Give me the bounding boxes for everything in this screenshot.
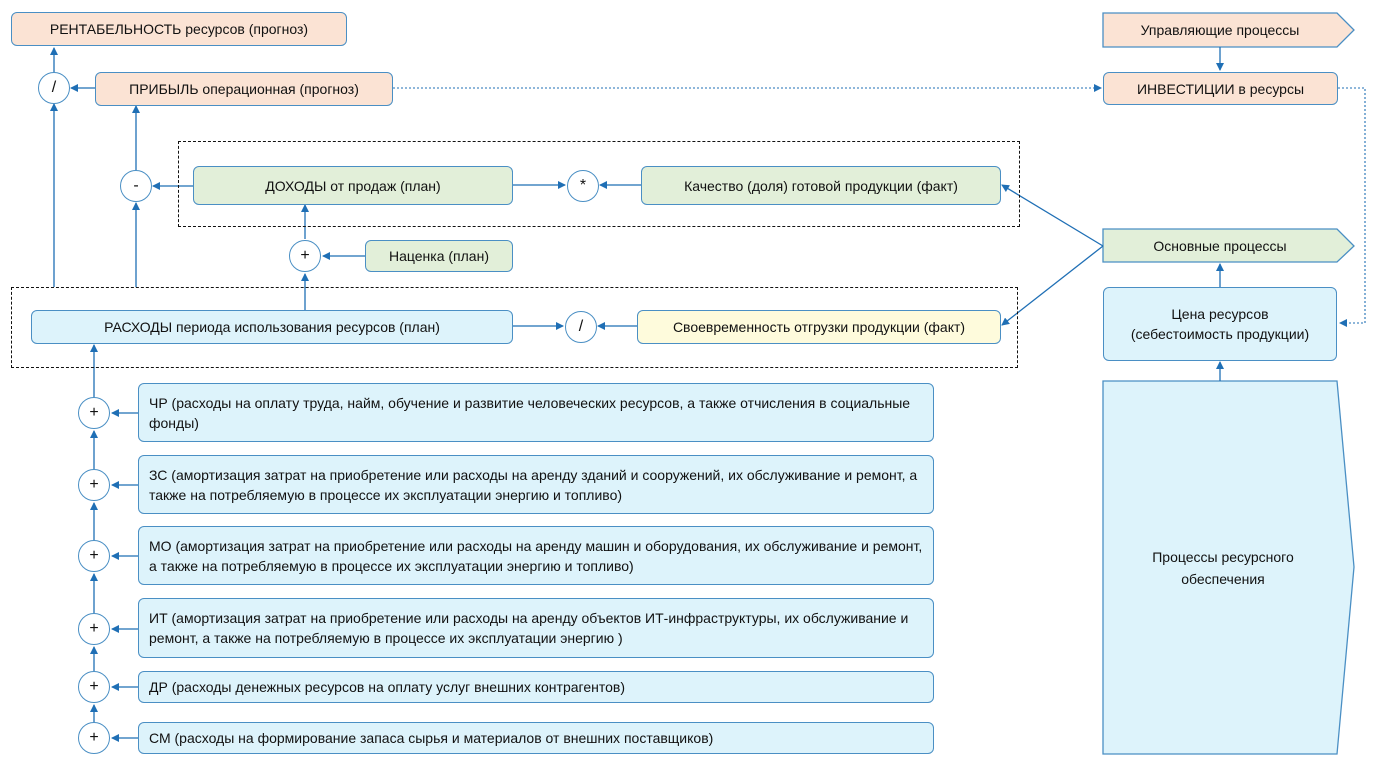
- plus-operator-equipment: +: [78, 540, 110, 572]
- management-processes-label: Управляющие процессы: [1140, 22, 1300, 38]
- markup-box: Наценка (план): [365, 240, 513, 272]
- plus-operator-materials: +: [78, 722, 110, 754]
- support-processes-label: Процессы ресурсного обеспечения: [1103, 381, 1343, 754]
- expenses-group-frame: [11, 287, 1018, 368]
- plus-operator-money: +: [78, 671, 110, 703]
- price-box: Цена ресурсов (себестоимость продукции): [1103, 287, 1337, 361]
- arrow-core-to-quality: [1001, 184, 1104, 247]
- resource-money-box: ДР (расходы денежных ресурсов на оплату …: [138, 671, 934, 703]
- resource-materials-box: СМ (расходы на формирование запаса сырья…: [138, 722, 934, 754]
- plus-operator-it: +: [78, 613, 110, 645]
- plus-operator-markup: +: [289, 240, 321, 272]
- core-shape: [1102, 228, 1355, 263]
- quality-box: Качество (доля) готовой продукции (факт): [641, 166, 1001, 205]
- resource-it-box: ИТ (амортизация затрат на приобретение и…: [138, 598, 934, 658]
- price-line-1: Цена ресурсов: [1171, 306, 1269, 322]
- timeliness-box: Своевременность отгрузки продукции (факт…: [637, 310, 1001, 344]
- resource-equipment-box: МО (амортизация затрат на приобретение и…: [138, 526, 934, 585]
- price-line-2: (себестоимость продукции): [1130, 326, 1310, 342]
- plus-operator-hr: +: [78, 397, 110, 429]
- investments-box: ИНВЕСТИЦИИ в ресурсы: [1103, 72, 1338, 105]
- support-line-2: обеспечения: [1181, 570, 1265, 587]
- revenue-group-frame: [178, 141, 1020, 227]
- multiply-operator: *: [567, 170, 599, 202]
- core-processes-label: Основные процессы: [1153, 237, 1287, 254]
- profitability-box: РЕНТАБЕЛЬНОСТЬ ресурсов (прогноз): [11, 12, 347, 46]
- resource-hr-box: ЧР (расходы на оплату труда, найм, обуче…: [138, 383, 934, 442]
- revenue-box: ДОХОДЫ от продаж (план): [193, 166, 513, 205]
- divide-operator-expenses: /: [565, 311, 597, 343]
- plus-operator-buildings: +: [78, 469, 110, 501]
- divide-operator-top: /: [38, 72, 70, 104]
- profit-box: ПРИБЫЛЬ операционная (прогноз): [95, 72, 393, 106]
- management-shape: [1102, 12, 1355, 48]
- support-shape: [1102, 380, 1355, 755]
- expenses-box: РАСХОДЫ периода использования ресурсов (…: [31, 310, 513, 344]
- minus-operator: -: [120, 170, 152, 202]
- dotted-investments-to-price: [1338, 87, 1366, 327]
- arrow-core-to-timeliness: [1001, 245, 1104, 326]
- support-line-1: Процессы ресурсного: [1152, 548, 1294, 565]
- resource-buildings-box: ЗС (амортизация затрат на приобретение и…: [138, 455, 934, 514]
